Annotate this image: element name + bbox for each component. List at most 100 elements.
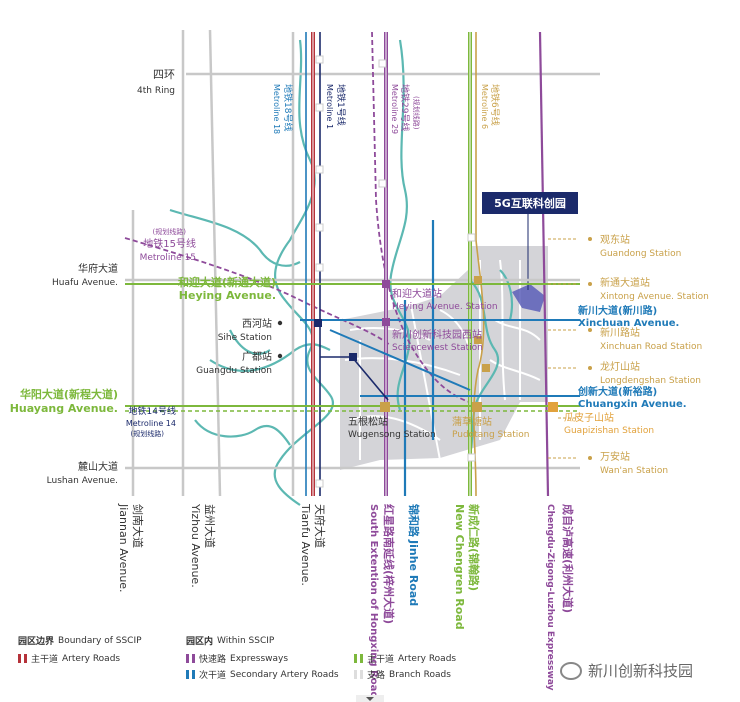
xintong-en: Xintong Avenue. Station	[600, 292, 709, 302]
sihe-cn: 西河站	[242, 317, 272, 330]
pudotang-cn: 蒲草塘站	[452, 415, 492, 428]
xintong-cn: 新通大道站	[600, 276, 650, 289]
jiannan-en: Jiannan Avenue.	[117, 503, 130, 593]
xinchuan-ave-cn: 新川大道(新川路)	[578, 304, 657, 317]
station-markers	[277, 55, 558, 488]
chengren-cn: 新成仁路(锦翰路)	[467, 504, 481, 591]
wanan-cn: 万安站	[600, 450, 630, 463]
legend-artery-red-en: Artery Roads	[62, 653, 121, 664]
longdeng-en: Longdengshan Station	[600, 376, 701, 386]
longdeng-cn: 龙灯山站	[600, 360, 640, 373]
metro15-cn: 地铁15号线	[143, 237, 196, 250]
station-leaders	[548, 238, 578, 459]
tianfu-cn: 天府大道	[313, 504, 327, 548]
legend-blue-swatch	[186, 670, 195, 679]
map-legend: 园区边界 Boundary of SSCIP 园区内 Within SSCIP …	[18, 632, 538, 692]
pudotang-en: Pudotang Station	[452, 430, 530, 440]
yizhou-cn: 益州大道	[203, 504, 217, 548]
metro-6-line	[473, 32, 485, 497]
xinchuan-rd-cn: 新川路站	[600, 326, 640, 339]
metro14-note: (规划线路)	[131, 429, 165, 438]
legend-branch-en: Branch Roads	[389, 669, 451, 680]
legend-within-en: Within SSCIP	[217, 635, 275, 646]
legend-express-cn: 快速路	[199, 655, 227, 665]
chuangxin-en: Chuangxin Avenue.	[578, 399, 687, 410]
jinhe-cn: 锦和路	[407, 504, 421, 538]
5g-park-tag-box	[482, 192, 578, 214]
guangdu-cn: 广都站	[242, 350, 272, 363]
legend-grey-swatch	[354, 670, 363, 679]
huayang-cn: 华阳大道(新程大道)	[20, 387, 118, 401]
heying-cn: 和迎大道(新通大道)	[178, 275, 276, 289]
metro29-note: (规划线路)	[412, 96, 421, 130]
heying-station-cn: 和迎大道站	[392, 287, 442, 300]
legend-green-swatch	[354, 654, 363, 663]
express-cn: 成自泸高速(利州大道)	[561, 504, 575, 613]
wechat-icon	[560, 661, 582, 680]
huayang-en: Huayang Avenue.	[10, 402, 118, 415]
legend-secondary-cn: 次干道	[199, 671, 227, 681]
lushan-cn: 麓山大道	[78, 460, 118, 473]
park-west-cn: 新川创新科技园西站	[392, 328, 482, 341]
jiannan-cn: 剑南大道	[131, 504, 145, 548]
5g-park-highlight	[512, 284, 545, 312]
ring4-en: 4th Ring	[137, 86, 175, 96]
metro14-en: Metroline 14	[126, 419, 176, 428]
diagonal-connector	[329, 329, 471, 391]
metro6-en: Metroline 6	[480, 84, 489, 129]
legend-expressway: 快速路 Expressways	[186, 652, 288, 665]
guangdu-en: Guangdu Station	[196, 366, 272, 376]
metro-15-line	[124, 237, 391, 346]
metro1-label: 地铁1号线	[335, 84, 347, 126]
grey-roads	[125, 29, 600, 497]
guapizi-cn: 瓜皮子山站	[564, 411, 614, 424]
park-west-en: Sciencewest Station	[392, 343, 483, 353]
chuangxin-cn: 创新大道(新裕路)	[577, 385, 657, 398]
legend-secondary: 次干道 Secondary Artery Roads	[186, 668, 339, 681]
watermark-text: 新川创新科技园	[588, 662, 694, 680]
metro15-note: (规划线路)	[153, 227, 187, 236]
legend-artery-green-cn: 主干道	[367, 655, 395, 665]
jinhe-en: Jinhe Road	[407, 539, 420, 606]
hongxing-en-1: South Extention of Hongxing Road	[368, 504, 379, 699]
legend-boundary-cn: 园区边界	[18, 637, 55, 647]
legend-secondary-en: Secondary Artery Roads	[230, 669, 339, 680]
legend-artery-green-en: Artery Roads	[398, 653, 457, 664]
metro18-en: Metroline 18	[272, 84, 281, 134]
heying-en: Heying Avenue.	[179, 289, 276, 302]
tianfu-en: Tianfu Avenue.	[299, 503, 312, 586]
xinchuan-rd-en: Xinchuan Road Station	[600, 342, 702, 352]
metro15-en: Metroline 15	[140, 253, 196, 263]
sihe-en: Sihe Station	[218, 333, 272, 343]
legend-artery-red-cn: 主干道	[31, 655, 59, 665]
legend-within: 园区内 Within SSCIP	[186, 634, 275, 648]
metro18-label: 地铁18号线	[282, 84, 294, 131]
hongxing-cn: 红星路南延线(梓州大道)	[382, 504, 396, 624]
legend-within-cn: 园区内	[186, 637, 214, 647]
legend-boundary: 园区边界 Boundary of SSCIP	[18, 634, 142, 648]
legend-purple-swatch	[186, 654, 195, 663]
metro29-label: 地铁29号线	[399, 84, 411, 131]
huafu-en: Huafu Avenue.	[52, 278, 118, 288]
legend-branch-cn: 支路	[367, 671, 386, 681]
legend-red-swatch	[18, 654, 27, 663]
legend-artery-red: 主干道 Artery Roads	[18, 652, 120, 665]
5g-park-tag: 5G互联科创园	[494, 196, 566, 210]
xinchuan-ave-en: Xinchuan Avenue.	[578, 318, 679, 329]
ring4-cn: 四环	[153, 68, 175, 81]
wugensong-cn: 五根松站	[348, 415, 388, 428]
expressway	[538, 31, 550, 497]
legend-branch: 支路 Branch Roads	[354, 668, 451, 681]
right-station-dots	[588, 237, 592, 460]
wanan-en: Wan'an Station	[600, 466, 668, 476]
metro6-label: 地铁6号线	[489, 84, 501, 126]
metro29-en: Metroline 29	[390, 84, 399, 134]
metro14-cn: 地铁14号线	[129, 405, 176, 417]
express-en: Chengdu-Zigong-Luzhou Expressway	[545, 504, 555, 691]
legend-express-en: Expressways	[230, 653, 289, 664]
legend-boundary-en: Boundary of SSCIP	[58, 635, 142, 646]
guandong-cn: 观东站	[600, 233, 630, 246]
chengren-en: New Chengren Road	[453, 504, 466, 630]
heying-station-en: Heying Avenue. Station	[392, 302, 498, 312]
